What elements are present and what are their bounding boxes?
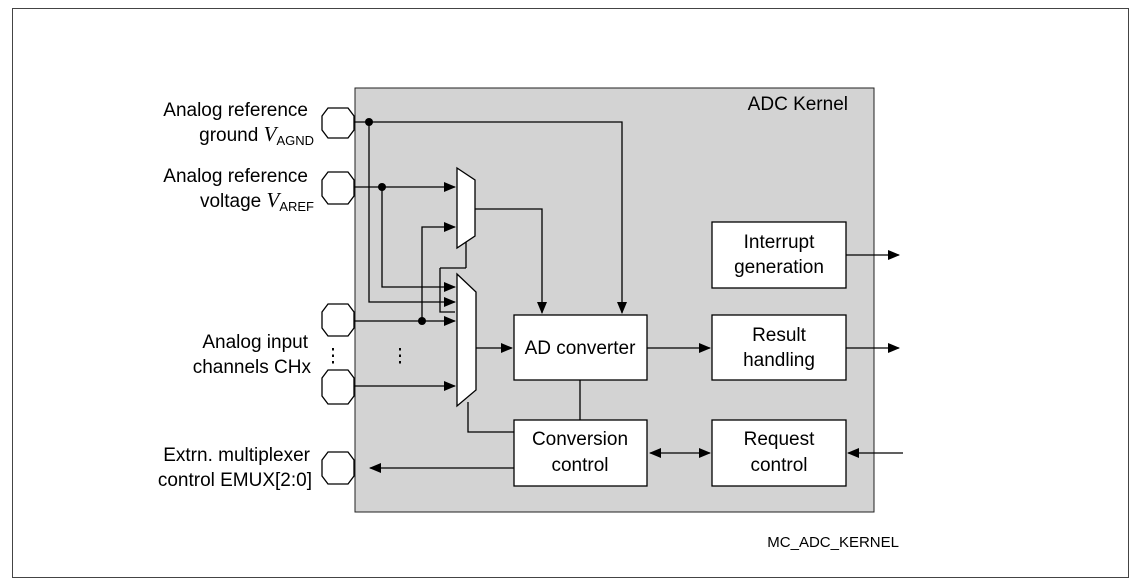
junction-ch bbox=[418, 317, 426, 325]
figure-id: MC_ADC_KERNEL bbox=[767, 534, 899, 551]
junction-aref bbox=[378, 183, 386, 191]
channels-label-line2: channels CHx bbox=[193, 357, 312, 378]
svg-text:control: control bbox=[750, 455, 807, 476]
pin-agnd bbox=[321, 107, 355, 139]
figure-frame bbox=[12, 8, 1129, 578]
wire-agnd-to-chmux bbox=[368, 122, 456, 307]
pin-ch-first bbox=[321, 303, 355, 337]
channels-label-line1: Analog input bbox=[202, 332, 308, 353]
pin-aref bbox=[321, 171, 355, 205]
svg-text:generation: generation bbox=[734, 257, 824, 278]
wire-convctrl-to-chmux bbox=[467, 402, 514, 433]
svg-text:AD converter: AD converter bbox=[525, 338, 637, 359]
ad-converter-block: AD converter bbox=[513, 314, 648, 381]
wire-aref-to-chmux bbox=[381, 187, 456, 292]
request-control-block: Request control bbox=[711, 419, 847, 487]
emux-label-line1: Extrn. multiplexer bbox=[163, 445, 310, 466]
aref-label-line1: Analog reference bbox=[163, 166, 308, 187]
wire-agnd-to-adc bbox=[354, 121, 627, 314]
emux-label-line2: control EMUX[2:0] bbox=[158, 470, 312, 491]
reference-mux bbox=[456, 166, 476, 250]
conversion-control-block: Conversion control bbox=[513, 419, 648, 487]
junction-agnd bbox=[365, 118, 373, 126]
wire-refmux-to-chmux bbox=[439, 242, 467, 313]
interrupt-generation-block: Interrupt generation bbox=[711, 221, 847, 289]
svg-text:handling: handling bbox=[743, 350, 815, 371]
svg-text:Result: Result bbox=[752, 325, 807, 346]
pin-ellipsis: ⋮ bbox=[324, 346, 343, 367]
wire-refmux-to-adc bbox=[475, 208, 547, 314]
aref-label-line2: voltage VAREF bbox=[200, 188, 314, 214]
svg-text:control: control bbox=[551, 455, 608, 476]
svg-text:Interrupt: Interrupt bbox=[744, 232, 815, 253]
svg-text:Conversion: Conversion bbox=[532, 429, 628, 450]
channel-ellipsis: ⋮ bbox=[391, 346, 410, 367]
agnd-label-line1: Analog reference bbox=[163, 100, 308, 121]
pin-emux bbox=[321, 451, 355, 485]
result-handling-block: Result handling bbox=[711, 314, 847, 381]
wire-ch-to-refmux bbox=[421, 222, 456, 321]
agnd-label-line2: ground VAGND bbox=[199, 122, 314, 148]
kernel-title: ADC Kernel bbox=[748, 94, 848, 115]
signal-wires bbox=[354, 121, 903, 473]
channel-mux bbox=[456, 272, 477, 408]
pin-ch-last bbox=[321, 369, 355, 405]
svg-text:Request: Request bbox=[744, 429, 815, 450]
